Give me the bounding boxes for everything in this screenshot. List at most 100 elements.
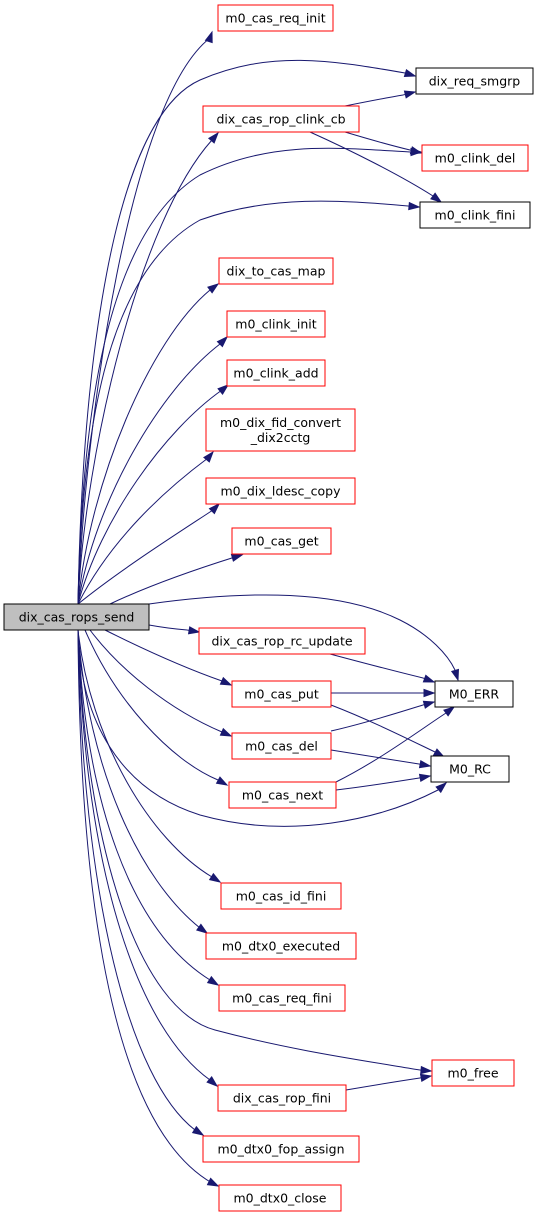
node-label: dix_to_cas_map [227, 264, 326, 279]
node-box [205, 477, 356, 505]
edge-tail [198, 926, 201, 929]
edge-line [77, 629, 196, 1131]
edge-root-to-req_smgrp [77, 59, 417, 605]
node-box [202, 105, 360, 133]
edge-root-to-rop_fini [77, 629, 219, 1087]
edge-clink_cb-to-clink_del [344, 131, 423, 155]
node-clink-add[interactable]: m0_clink_add [226, 359, 326, 387]
edge-root-to-m0_err [148, 594, 460, 682]
node-label: m0_cas_put [244, 687, 319, 702]
node-label: m0_cas_next [242, 788, 323, 803]
arrow-head [420, 1065, 433, 1075]
edge-line [77, 147, 411, 605]
node-dtx0-close[interactable]: m0_dtx0_close [218, 1184, 342, 1212]
arrow-head [219, 727, 233, 737]
node-box [231, 527, 332, 555]
edge-line [77, 509, 214, 605]
edge-tail [208, 1181, 213, 1184]
node-label: m0_cas_id_fini [236, 889, 327, 904]
node-m0-free[interactable]: m0_free [431, 1059, 515, 1087]
edge-cas_put-to-m0_err [331, 688, 436, 698]
edge-clink_cb-to-clink_fini [309, 131, 443, 203]
node-cas-put[interactable]: m0_cas_put [231, 680, 332, 708]
edge-root-to-req_init [77, 30, 213, 605]
arrow-head [187, 626, 201, 635]
edge-root-to-ldesc_copy [77, 502, 221, 605]
node-box [434, 680, 514, 708]
edge-root-to-clink_add [77, 384, 230, 605]
edge-root-to-clink_fini [77, 200, 421, 605]
node-to-cas-map[interactable]: dix_to_cas_map [218, 257, 334, 285]
node-label: m0_dtx0_executed [222, 939, 340, 954]
node-cas-del[interactable]: m0_cas_del [231, 732, 332, 760]
node-ldesc-copy[interactable]: m0_dix_ldesc_copy [205, 477, 356, 505]
node-box [421, 144, 529, 172]
edge-root-to-cas_next [84, 629, 229, 786]
edge-line [89, 629, 223, 733]
node-cas-next[interactable]: m0_cas_next [228, 781, 337, 809]
node-label: m0_cas_req_init [225, 11, 325, 26]
node-label: m0_cas_get [244, 534, 318, 549]
edge-line [77, 629, 211, 1081]
node-box [231, 680, 332, 708]
arrow-head [215, 776, 229, 786]
edge-cas_del-to-m0_err [330, 700, 436, 732]
node-dtx0-executed[interactable]: m0_dtx0_executed [205, 932, 357, 960]
edge-root-to-to_cas_map [77, 283, 220, 605]
node-box [226, 310, 326, 338]
node-id-fini[interactable]: m0_cas_id_fini [220, 882, 342, 910]
node-label: m0_cas_del [245, 739, 318, 754]
edge-line [77, 629, 211, 981]
node-clink-fini[interactable]: m0_clink_fini [419, 201, 531, 229]
node-rc-update[interactable]: dix_cas_rop_rc_update [198, 627, 366, 655]
edge-line [344, 131, 411, 151]
edge-rc_update-to-m0_err [329, 653, 436, 683]
edge-tail [206, 457, 209, 461]
edge-tail [232, 556, 236, 559]
node-req-smgrp[interactable]: dix_req_smgrp [415, 67, 534, 95]
edge-line [77, 139, 213, 605]
node-clink-init[interactable]: m0_clink_init [226, 310, 326, 338]
node-clink-del[interactable]: m0_clink_del [421, 144, 529, 172]
edge-root-to-clink_init [77, 335, 229, 605]
edge-root-to-dtx0_close [77, 629, 220, 1187]
node-clink-cb[interactable]: dix_cas_rop_clink_cb [202, 105, 360, 133]
arrow-head [423, 688, 436, 698]
node-req-fini[interactable]: m0_cas_req_fini [218, 984, 346, 1012]
node-box [205, 932, 357, 960]
edge-line [335, 777, 420, 791]
edge-line [309, 131, 434, 197]
edge-root-to-dtx0_executed [77, 629, 209, 934]
edge-tail [208, 37, 211, 42]
node-box [419, 201, 531, 229]
node-root[interactable]: dix_cas_rops_send [3, 603, 150, 631]
node-label: m0_clink_del [435, 151, 516, 166]
nodes-layer: dix_cas_rops_send m0_cas_req_init dix_req_… [3, 4, 534, 1212]
edge-tail [402, 93, 406, 96]
node-label: dix_cas_rop_fini [233, 1091, 331, 1106]
node-fop-assign[interactable]: m0_dtx0_fop_assign [202, 1135, 360, 1163]
edge-line [330, 749, 420, 765]
arrow-head [208, 872, 222, 883]
node-m0-rc[interactable]: M0_RC [430, 755, 510, 783]
edge-line [330, 704, 424, 732]
node-label: dix_cas_rops_send [19, 610, 135, 625]
edge-line [77, 389, 223, 605]
arrow-head [403, 90, 417, 99]
edges-layer [77, 30, 460, 1187]
node-fid-convert[interactable]: m0_dix_fid_convert_dix2cctg [205, 408, 356, 452]
edge-cas_del-to-m0_rc [330, 749, 432, 769]
arrow-head [191, 1125, 205, 1136]
node-req-init[interactable]: m0_cas_req_init [217, 4, 334, 32]
edge-line [77, 343, 221, 605]
node-rop-fini[interactable]: dix_cas_rop_fini [217, 1084, 347, 1112]
arrow-head [207, 283, 220, 294]
node-cas-get[interactable]: m0_cas_get [231, 527, 332, 555]
node-label: m0_dtx0_close [233, 1191, 326, 1206]
node-m0-err[interactable]: M0_ERR [434, 680, 514, 708]
node-label: _dix2cctg [250, 430, 311, 445]
arrow-head [435, 782, 448, 794]
node-box [218, 984, 346, 1012]
edge-root-to-cas_get [109, 553, 244, 605]
arrow-head [219, 676, 233, 686]
